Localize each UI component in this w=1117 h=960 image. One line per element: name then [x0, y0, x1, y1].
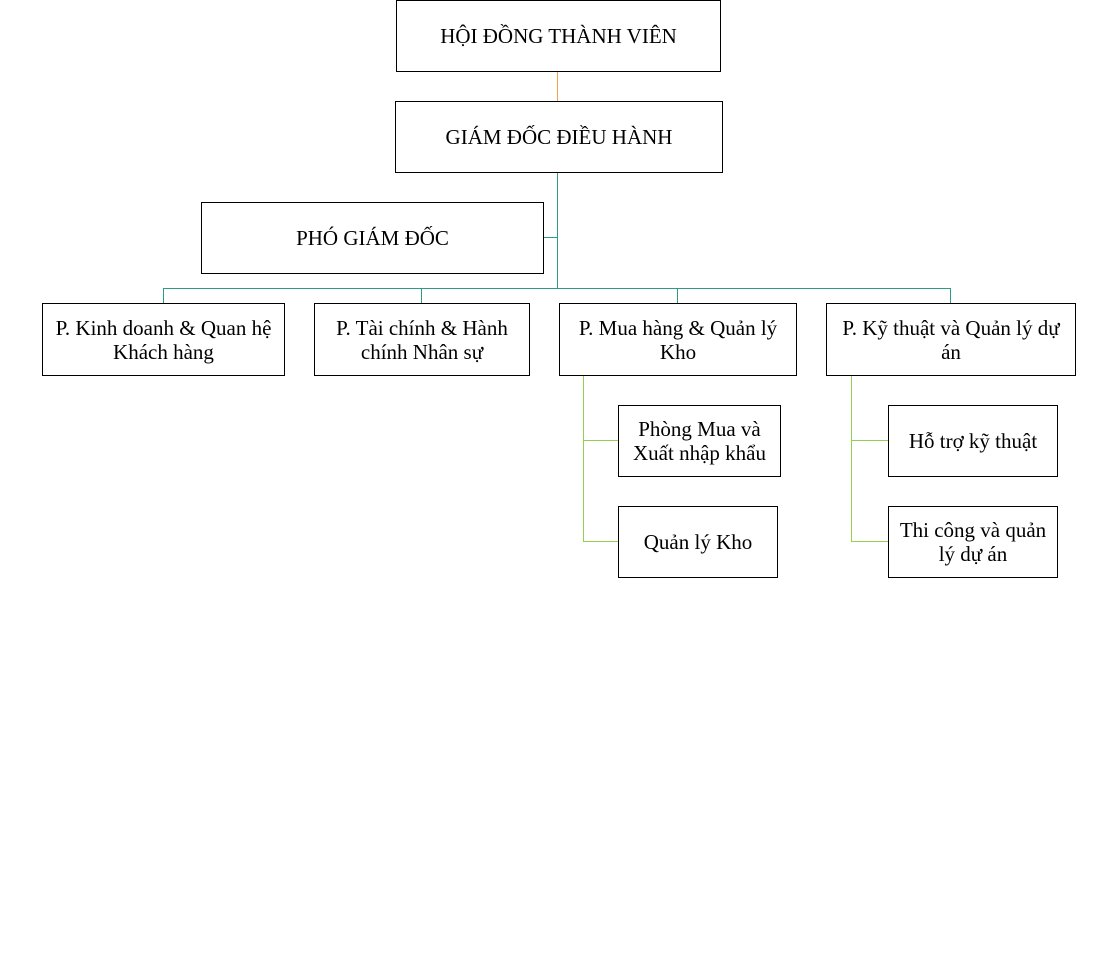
- technical-support-box: Hỗ trợ kỹ thuật: [888, 405, 1058, 477]
- technical-subtree-connector: [851, 375, 852, 542]
- technical-sub-1-connector: [851, 440, 889, 441]
- ceo-trunk-connector: [557, 172, 558, 289]
- department-1-drop-connector: [163, 288, 164, 304]
- department-technical-box: P. Kỹ thuật và Quản lý dự án: [826, 303, 1076, 376]
- department-purchasing-label: P. Mua hàng & Quản lý Kho: [578, 315, 778, 364]
- construction-project-label: Thi công và quản lý dự án: [899, 518, 1047, 566]
- department-purchasing-box: P. Mua hàng & Quản lý Kho: [559, 303, 797, 376]
- department-sales-label: P. Kinh doanh & Quan hệ Khách hàng: [55, 315, 272, 364]
- department-finance-hr-box: P. Tài chính & Hành chính Nhân sự: [314, 303, 530, 376]
- department-finance-hr-label: P. Tài chính & Hành chính Nhân sự: [336, 315, 508, 364]
- department-4-drop-connector: [950, 288, 951, 304]
- technical-sub-2-connector: [851, 541, 889, 542]
- department-bus-connector: [163, 288, 951, 289]
- department-3-drop-connector: [677, 288, 678, 304]
- department-sales-box: P. Kinh doanh & Quan hệ Khách hàng: [42, 303, 285, 376]
- construction-project-box: Thi công và quản lý dự án: [888, 506, 1058, 578]
- department-2-drop-connector: [421, 288, 422, 304]
- purchasing-import-export-label: Phòng Mua và Xuất nhập khẩu: [633, 417, 766, 465]
- deputy-director-label: PHÓ GIÁM ĐỐC: [296, 226, 449, 250]
- deputy-director-box: PHÓ GIÁM ĐỐC: [201, 202, 544, 274]
- purchasing-sub-1-connector: [583, 440, 619, 441]
- ceo-box: GIÁM ĐỐC ĐIỀU HÀNH: [395, 101, 723, 173]
- department-technical-label: P. Kỹ thuật và Quản lý dự án: [842, 315, 1060, 364]
- purchasing-sub-2-connector: [583, 541, 619, 542]
- board-label: HỘI ĐỒNG THÀNH VIÊN: [440, 24, 677, 48]
- board-to-ceo-connector: [557, 71, 558, 101]
- technical-support-label: Hỗ trợ kỹ thuật: [908, 429, 1038, 453]
- board-box: HỘI ĐỒNG THÀNH VIÊN: [396, 0, 721, 72]
- warehouse-management-label: Quản lý Kho: [643, 530, 753, 554]
- warehouse-management-box: Quản lý Kho: [618, 506, 778, 578]
- deputy-connector: [543, 237, 558, 238]
- purchasing-import-export-box: Phòng Mua và Xuất nhập khẩu: [618, 405, 781, 477]
- ceo-label: GIÁM ĐỐC ĐIỀU HÀNH: [445, 125, 673, 149]
- purchasing-subtree-connector: [583, 375, 584, 542]
